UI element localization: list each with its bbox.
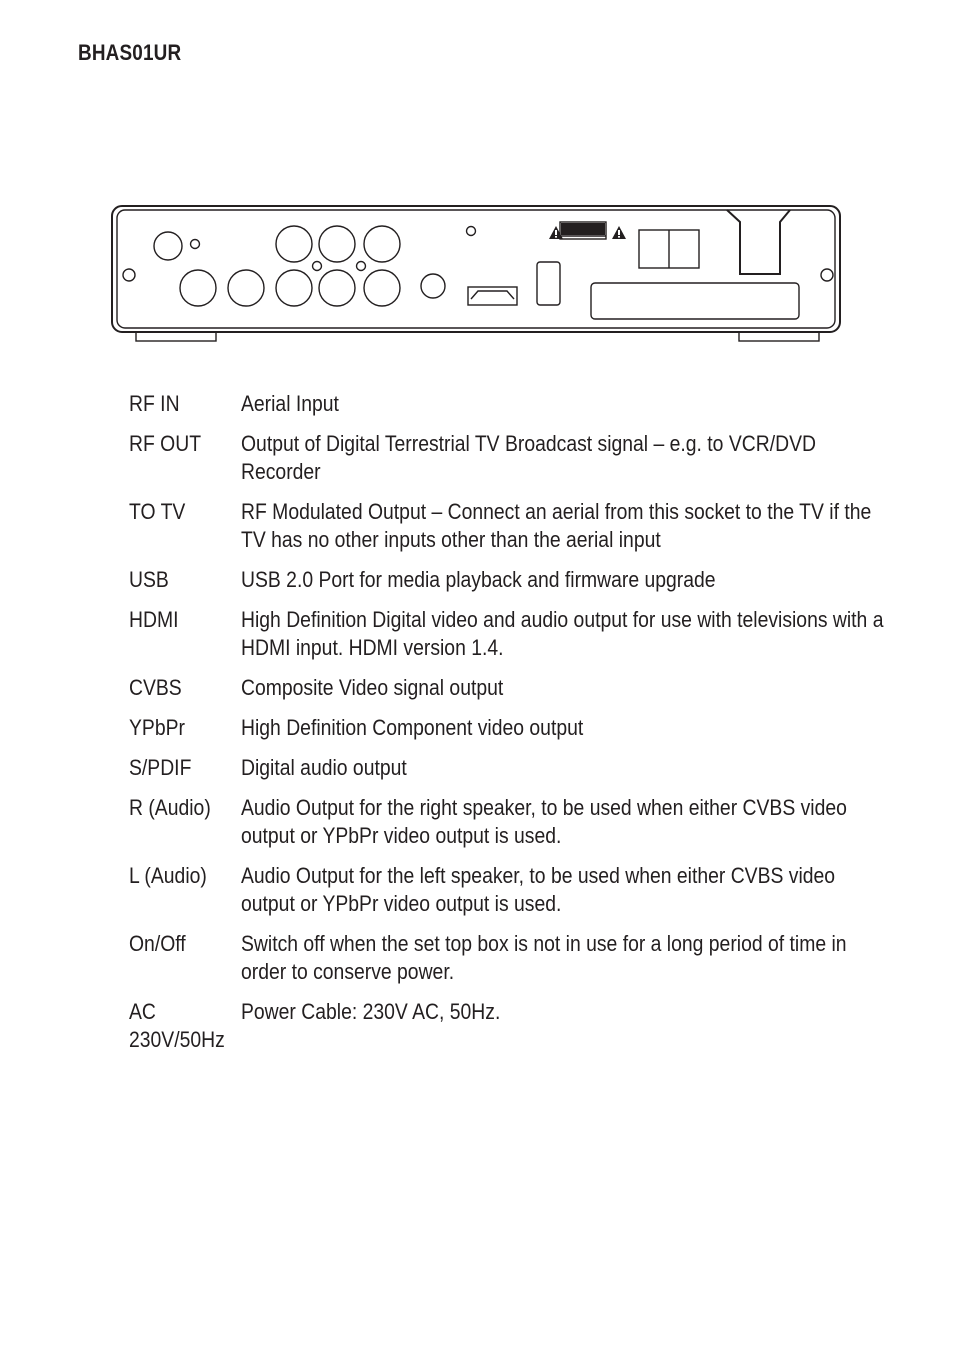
spec-desc: Aerial Input (241, 391, 339, 416)
spec-term: USB (129, 567, 169, 592)
spec-desc: Switch off when the set top box is not i… (241, 931, 847, 984)
spec-row-hdmi: HDMI High Definition Digital video and a… (129, 606, 889, 662)
rca-top-1 (275, 225, 313, 263)
small-hole-2 (311, 260, 323, 272)
rf-out-connector (179, 269, 217, 307)
hdmi-port (467, 286, 518, 306)
spdif-connector (420, 273, 446, 299)
small-hole-4 (465, 225, 477, 237)
rca-bottom-3 (363, 269, 401, 307)
model-code: BHAS01UR (78, 40, 182, 65)
spec-desc: High Definition Component video output (241, 715, 584, 740)
spec-row-to-tv: TO TV RF Modulated Output – Connect an a… (129, 498, 889, 554)
small-hole-1 (189, 238, 201, 250)
spec-desc: USB 2.0 Port for media playback and firm… (241, 567, 716, 592)
spec-desc: Composite Video signal output (241, 675, 504, 700)
spec-term: On/Off (129, 931, 186, 956)
spec-desc: Output of Digital Terrestrial TV Broadca… (241, 431, 816, 484)
spec-desc: Digital audio output (241, 755, 407, 780)
spec-row-ypbpr: YPbPr High Definition Component video ou… (129, 714, 889, 742)
spec-desc: Power Cable: 230V AC, 50Hz. (241, 999, 501, 1024)
connector-spec-list: RF IN Aerial Input RF OUT Output of Digi… (129, 390, 889, 1066)
spec-row-usb: USB USB 2.0 Port for media playback and … (129, 566, 889, 594)
rf-in-connector (153, 231, 183, 261)
chassis-outline (111, 205, 841, 333)
spec-row-rf-in: RF IN Aerial Input (129, 390, 889, 418)
spec-desc: Audio Output for the left speaker, to be… (241, 863, 836, 916)
spec-row-cvbs: CVBS Composite Video signal output (129, 674, 889, 702)
warning-label (559, 221, 607, 240)
spec-term: HDMI (129, 607, 179, 632)
label-plate (590, 282, 800, 320)
spec-desc: Audio Output for the right speaker, to b… (241, 795, 847, 848)
rca-bottom-2 (318, 269, 356, 307)
spec-term: L (Audio) (129, 863, 207, 888)
spec-term: S/PDIF (129, 755, 192, 780)
spec-term: RF OUT (129, 431, 202, 456)
power-cable-recess (726, 209, 791, 275)
spec-term: R (Audio) (129, 795, 211, 820)
rca-top-3 (363, 225, 401, 263)
spec-term: CVBS (129, 675, 182, 700)
foot-left (135, 331, 217, 342)
spec-term: RF IN (129, 391, 180, 416)
foot-right (738, 331, 820, 342)
spec-row-l-audio: L (Audio) Audio Output for the left spea… (129, 862, 889, 918)
rca-top-2 (318, 225, 356, 263)
rear-panel-diagram (111, 205, 841, 342)
usb-port (536, 261, 561, 306)
screw-right (820, 268, 834, 282)
spec-row-r-audio: R (Audio) Audio Output for the right spe… (129, 794, 889, 850)
spec-term: AC 230V/50Hz (129, 999, 225, 1052)
screw-left (122, 268, 136, 282)
spec-desc: RF Modulated Output – Connect an aerial … (241, 499, 872, 552)
spec-term: TO TV (129, 499, 186, 524)
to-tv-connector (227, 269, 265, 307)
rca-bottom-1 (275, 269, 313, 307)
spec-row-rf-out: RF OUT Output of Digital Terrestrial TV … (129, 430, 889, 486)
warning-triangle-icon (612, 226, 626, 239)
spec-row-on-off: On/Off Switch off when the set top box i… (129, 930, 889, 986)
spec-row-spdif: S/PDIF Digital audio output (129, 754, 889, 782)
chassis-inner-outline (116, 209, 836, 329)
spec-row-ac-power: AC 230V/50Hz Power Cable: 230V AC, 50Hz. (129, 998, 889, 1054)
spec-term: YPbPr (129, 715, 185, 740)
spec-desc: High Definition Digital video and audio … (241, 607, 884, 660)
warning-triangle-icon (549, 226, 563, 239)
small-hole-3 (355, 260, 367, 272)
